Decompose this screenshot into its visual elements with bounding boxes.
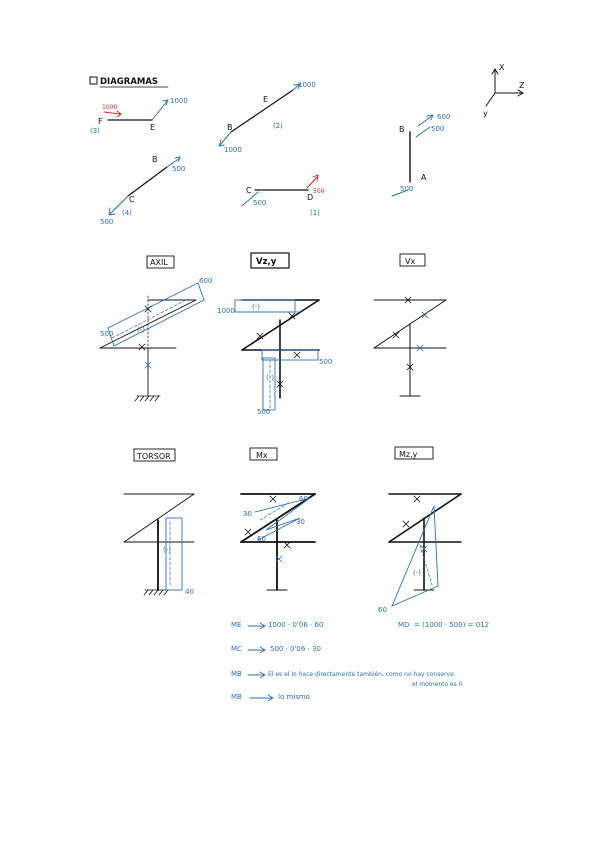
mx-value: 60 bbox=[257, 535, 266, 543]
note-label-me: ME bbox=[231, 621, 241, 629]
bar-fe: F E (3) 1000 1000 bbox=[90, 97, 188, 135]
note-label-md: MD bbox=[398, 621, 409, 629]
node-c: C bbox=[246, 186, 252, 195]
page-title: DIAGRAMAS bbox=[100, 77, 158, 87]
force-value-blue: 500 bbox=[253, 199, 266, 207]
vzy-value: 500 bbox=[257, 408, 270, 416]
axil-value: 500 bbox=[100, 330, 113, 338]
bar-ba: B A 600 500 500 bbox=[391, 113, 450, 197]
panel-vx bbox=[373, 296, 447, 397]
mx-value: 60 bbox=[299, 495, 308, 503]
panel-label-axil: AXIL bbox=[150, 258, 168, 267]
node-b: B bbox=[399, 125, 405, 134]
panel-vzy: 1000 500 500 (-) (-) bbox=[217, 299, 332, 416]
force-value-red: 500 bbox=[313, 188, 325, 195]
note-expr-mc: 500 · 0'06 · 30 bbox=[270, 645, 321, 653]
bar-tag: (1) bbox=[310, 209, 320, 217]
bar-tag: (2) bbox=[273, 122, 283, 130]
note-label-mc: MC bbox=[231, 645, 242, 653]
bar-bc: B C (4) 500 500 bbox=[100, 155, 185, 226]
note-expr-mb2: lo mismo bbox=[278, 693, 310, 701]
bar-tag: (4) bbox=[122, 209, 132, 217]
bar-tag: (3) bbox=[90, 127, 100, 135]
force-value-top: 1000 bbox=[298, 81, 316, 89]
node-f: F bbox=[98, 117, 103, 126]
node-c: C bbox=[129, 195, 135, 204]
panel-label-torsor: TORSOR bbox=[136, 452, 171, 461]
mzy-sign: (-) bbox=[413, 569, 421, 577]
panel-axil: 600 500 (-) bbox=[99, 277, 212, 402]
force-value-bottom: 500 bbox=[100, 218, 113, 226]
node-b: B bbox=[152, 155, 158, 164]
force-value-top: 500 bbox=[172, 165, 185, 173]
mzy-value: 60 bbox=[378, 606, 387, 614]
node-d: D bbox=[307, 193, 313, 202]
node-e: E bbox=[263, 95, 268, 104]
mx-value: 30 bbox=[243, 510, 252, 518]
torsor-sign: (-) bbox=[163, 546, 171, 554]
force-value-blue: 1000 bbox=[170, 97, 188, 105]
node-a: A bbox=[421, 173, 427, 182]
note-label-mb2: MB bbox=[231, 693, 242, 701]
checkbox-icon bbox=[89, 76, 98, 85]
notes: ME 1000 · 0'06 · 60 MD = (1000 · 500) = … bbox=[231, 621, 489, 702]
force-value-bottom: 1000 bbox=[224, 146, 242, 154]
panel-label-mzy: Mz,y bbox=[399, 450, 418, 459]
note-text-mb: el momento es 0 bbox=[412, 681, 463, 688]
panel-mx: 60 30 30 60 bbox=[240, 493, 316, 591]
force-value-red: 1000 bbox=[102, 104, 117, 111]
force-value-mid: 500 bbox=[431, 125, 444, 133]
note-label-mb: MB bbox=[231, 670, 242, 678]
panel-labels: AXIL Vz,y Vx TORSOR Mx Mz,y bbox=[133, 252, 434, 462]
panel-label-mx: Mx bbox=[256, 451, 268, 460]
axis-y-label: y bbox=[483, 109, 488, 118]
node-b: B bbox=[227, 123, 233, 132]
vzy-value: 1000 bbox=[217, 307, 235, 315]
note-text-mb: El es el lo hace directamente también, c… bbox=[268, 671, 454, 678]
panel-label-vzy: Vz,y bbox=[256, 257, 277, 267]
axis-x-label: X bbox=[499, 63, 505, 72]
panel-label-vx: Vx bbox=[405, 257, 415, 266]
vzy-sign: (-) bbox=[266, 374, 274, 382]
note-expr-md: = (1000 · 500) = 012 bbox=[414, 621, 489, 629]
torsor-value: 40 bbox=[185, 588, 194, 596]
axil-value: 600 bbox=[199, 277, 212, 285]
node-e: E bbox=[150, 123, 155, 132]
vzy-sign: (-) bbox=[252, 303, 260, 311]
bar-cd: C D (1) 500 500 bbox=[241, 174, 325, 217]
panel-torsor: 40 (-) bbox=[123, 493, 195, 596]
force-value-bottom: 500 bbox=[400, 185, 413, 193]
axis-z-label: Z bbox=[519, 81, 525, 90]
mx-value: 30 bbox=[296, 518, 305, 526]
panel-mzy: 60 (-) bbox=[378, 493, 462, 614]
note-expr-me: 1000 · 0'06 · 60 bbox=[268, 621, 323, 629]
bar-be: B E (2) 1000 1000 bbox=[218, 81, 316, 154]
axes-icon: X Z y bbox=[483, 63, 525, 118]
vzy-value: 500 bbox=[319, 358, 332, 366]
force-value-top: 600 bbox=[437, 113, 450, 121]
axil-sign: (-) bbox=[137, 326, 145, 334]
